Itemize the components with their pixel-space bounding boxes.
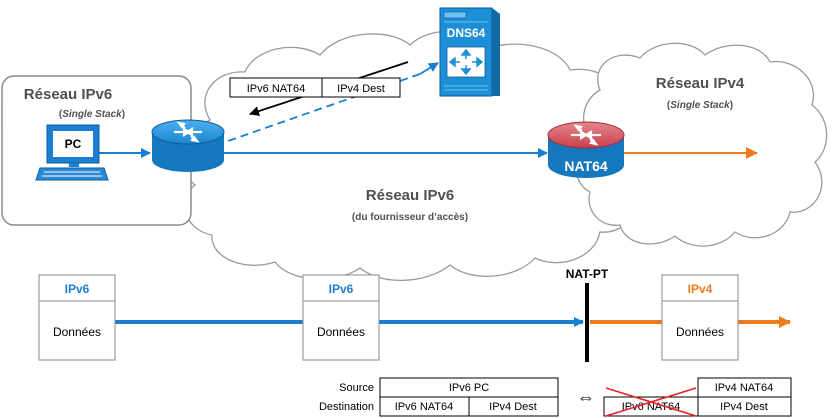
packet-3-data: Données — [676, 325, 724, 339]
exchange-symbol: ⇔ — [577, 387, 595, 407]
isp-network-subtitle: (du fournisseur d’accès) — [352, 212, 468, 223]
dns64-server-icon: DNS64 — [439, 7, 500, 97]
natpt-label: NAT-PT — [566, 267, 609, 281]
packet-2: IPv6 Données — [302, 274, 380, 361]
dns-record: IPv6 NAT64 IPv4 Dest — [229, 77, 401, 98]
dns-record-right: IPv4 Dest — [337, 83, 385, 95]
ipv4-network-title: Réseau IPv4 — [656, 75, 745, 92]
local-network-title: Réseau IPv6 — [24, 86, 112, 103]
packet-1: IPv6 Données — [38, 274, 116, 361]
packet-1-protocol: IPv6 — [65, 282, 90, 296]
packet-3: IPv4 Données — [661, 274, 739, 361]
dns-record-left: IPv6 NAT64 — [247, 83, 306, 95]
nat64-router-icon: NAT64 — [547, 121, 625, 178]
local-network-subtitle: (Single Stack) — [59, 109, 125, 120]
strike-line-2 — [605, 387, 697, 417]
source-label: Source — [339, 382, 374, 394]
after-source-value: IPv4 NAT64 — [715, 382, 774, 394]
after-dest-value: IPv4 Dest — [720, 401, 768, 413]
dest-left-value: IPv6 NAT64 — [395, 401, 454, 413]
source-value: IPv6 PC — [449, 382, 489, 394]
dns-response-arrow-head — [419, 62, 439, 75]
isp-network-title: Réseau IPv6 — [366, 187, 454, 204]
router-icon — [151, 119, 225, 172]
header-table: Source Destination IPv6 PC IPv6 NAT64 IP… — [319, 377, 792, 417]
packet-3-protocol: IPv4 — [688, 282, 713, 296]
dest-right-value: IPv4 Dest — [489, 401, 537, 413]
packet-1-data: Données — [53, 325, 101, 339]
after-crossed-value: IPv6 NAT64 — [622, 401, 681, 413]
nat64-label: NAT64 — [564, 158, 608, 174]
pc-label: PC — [65, 137, 82, 151]
ipv4-network-subtitle: (Single Stack) — [667, 100, 733, 111]
ipv4-cloud — [575, 42, 828, 247]
dns64-label: DNS64 — [447, 26, 486, 40]
packet-2-protocol: IPv6 — [329, 282, 354, 296]
packet-2-data: Données — [317, 325, 365, 339]
destination-label: Destination — [319, 401, 374, 413]
pc-icon: PC — [35, 124, 109, 181]
